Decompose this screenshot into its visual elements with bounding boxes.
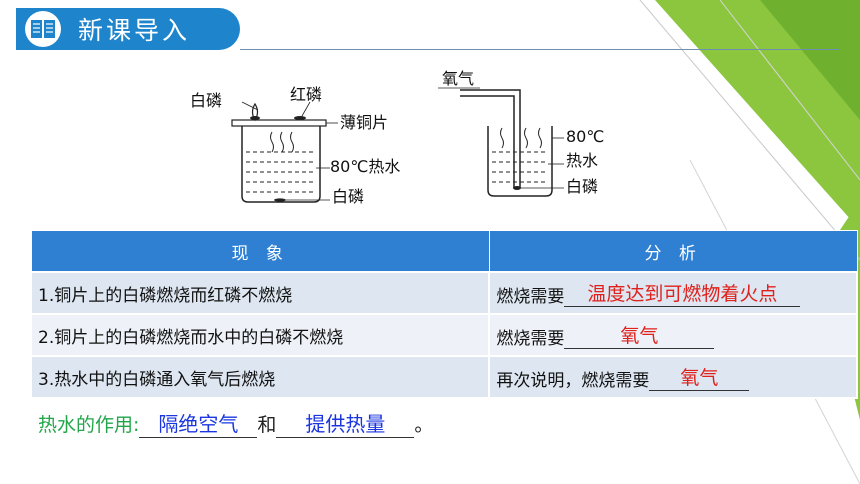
table-header-row: 现 象 分 析 [30,230,858,273]
header-divider [240,49,840,50]
label-temp-right: 80℃ [566,127,604,146]
header-analysis: 分 析 [488,230,858,273]
connector-text: 和 [257,414,277,436]
hot-water-prefix: 热水的作用: [38,414,140,436]
left-beaker [231,101,338,203]
phenomenon-cell: 2.铜片上的白磷燃烧而水中的白磷不燃烧 [29,313,491,357]
analysis-cell: 再次说明，燃烧需要氧气 [488,355,858,399]
answer-blank-2: 提供热量 [276,408,415,438]
table-row: 1.铜片上的白磷燃烧而红磷不燃烧 燃烧需要温度达到可燃物着火点 [29,271,858,315]
right-beaker [438,87,564,197]
label-hot-water-left: 80℃热水 [330,157,400,176]
title-banner: 新课导入 [16,8,240,50]
answer-fill: 氧气 [564,321,715,349]
analysis-cell: 燃烧需要氧气 [488,313,858,357]
book-icon [25,11,61,47]
header-phenomenon: 现 象 [30,230,490,273]
analysis-cell: 燃烧需要温度达到可燃物着火点 [488,271,858,315]
label-hot-water-right: 热水 [566,151,598,170]
label-red-phosphorus: 红磷 [290,85,322,104]
label-copper-sheet: 薄铜片 [340,113,388,132]
page-title: 新课导入 [78,16,191,45]
analysis-prefix: 燃烧需要 [496,287,565,307]
analysis-prefix: 再次说明，燃烧需要 [496,371,650,391]
label-white-phosphorus-top: 白磷 [190,91,222,110]
label-white-phosphorus-bottom: 白磷 [332,187,364,206]
period-text: 。 [414,414,434,436]
experiment-diagram: 白磷 红磷 薄铜片 80℃热水 白磷 氧气 80℃ 热水 白磷 [190,69,604,206]
phenomenon-cell: 3.热水中的白磷通入氧气后燃烧 [29,355,491,399]
answer-blank-1: 隔绝空气 [139,408,258,438]
analysis-prefix: 燃烧需要 [496,329,565,349]
table-row: 2.铜片上的白磷燃烧而水中的白磷不燃烧 燃烧需要氧气 [29,313,858,357]
label-white-phosphorus-right: 白磷 [566,177,598,196]
answer-fill: 氧气 [649,363,750,391]
label-oxygen: 氧气 [442,69,474,88]
observation-table: 现 象 分 析 1.铜片上的白磷燃烧而红磷不燃烧 燃烧需要温度达到可燃物着火点 … [29,230,858,399]
phenomenon-cell: 1.铜片上的白磷燃烧而红磷不燃烧 [29,271,491,315]
copper-sheet [231,119,327,127]
hot-water-function-line: 热水的作用:隔绝空气和提供热量。 [38,408,433,438]
table-row: 3.热水中的白磷通入氧气后燃烧 再次说明，燃烧需要氧气 [29,355,858,399]
answer-fill: 温度达到可燃物着火点 [564,279,801,307]
